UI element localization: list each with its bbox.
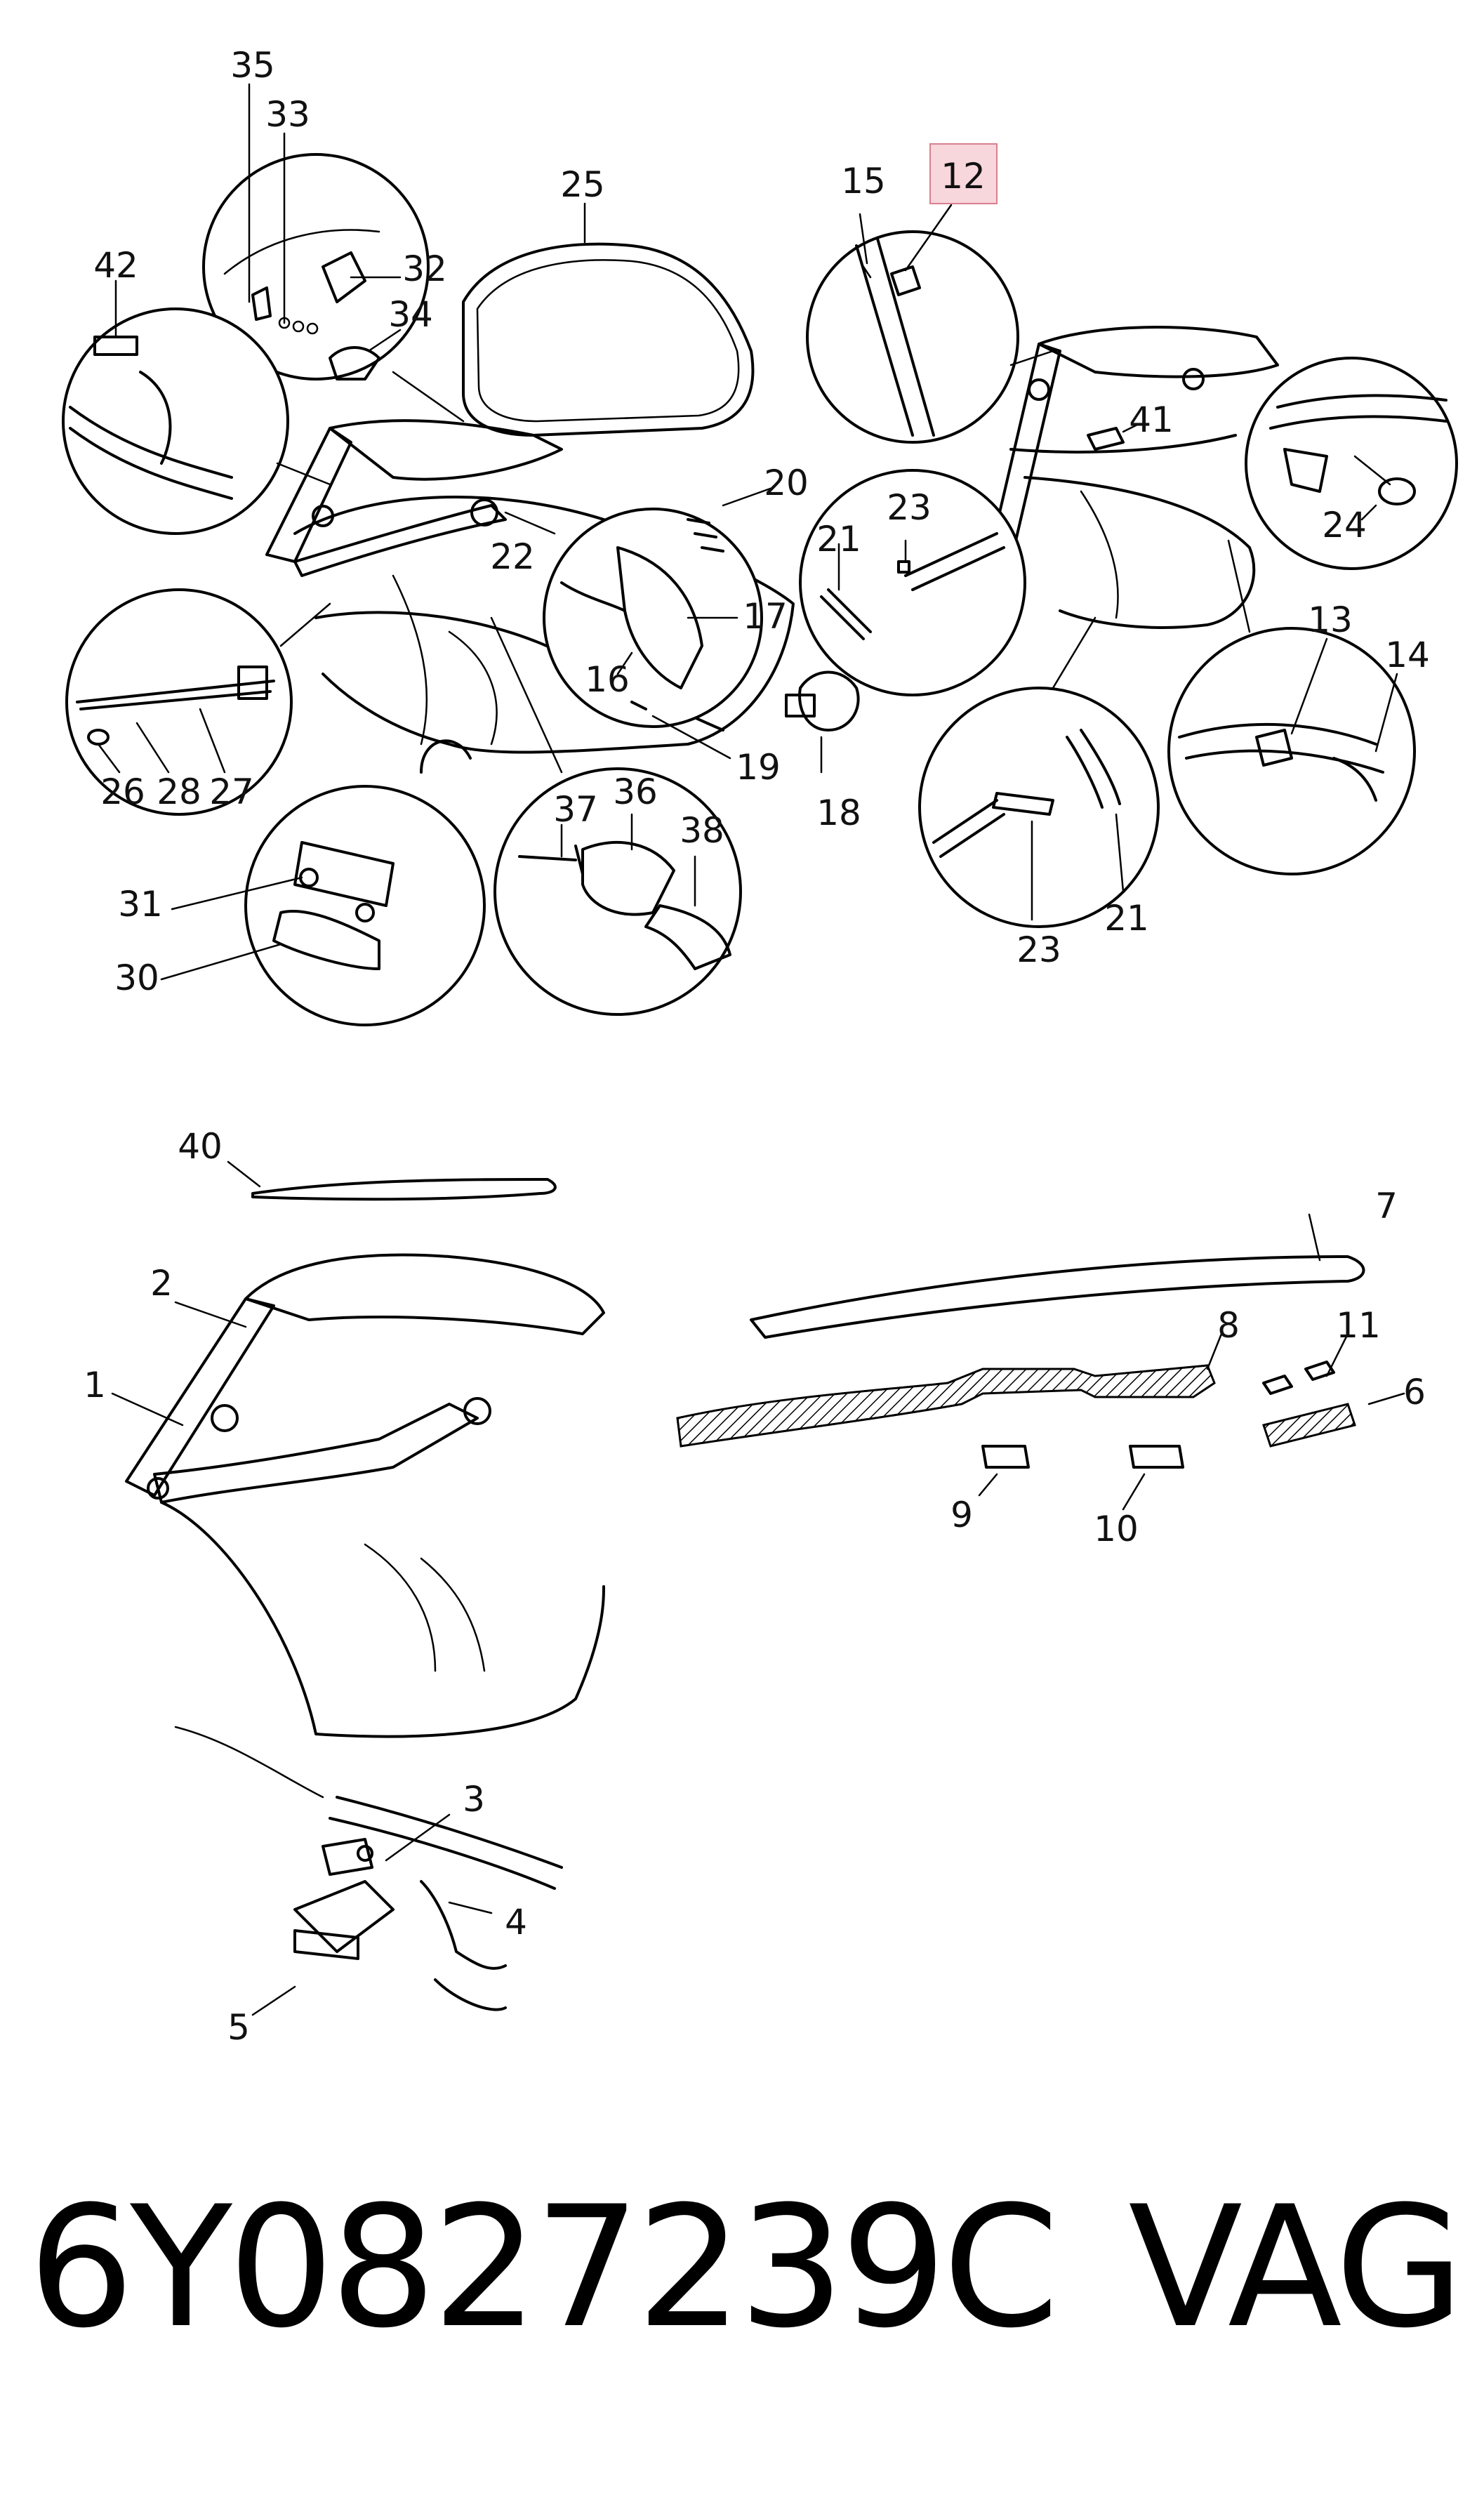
detail-bubble-handle <box>160 739 486 1026</box>
callout-36: 36 <box>613 772 658 812</box>
callout-1: 1 <box>84 1365 106 1405</box>
spoiler-40 <box>227 1160 557 1201</box>
callout-13: 13 <box>1308 600 1353 640</box>
callout-19: 19 <box>736 747 781 788</box>
callout-38: 38 <box>680 810 724 851</box>
callout-16: 16 <box>585 659 630 700</box>
callout-17: 17 <box>743 596 788 637</box>
clip-10 <box>1122 1445 1184 1511</box>
clip-9 <box>978 1445 1030 1497</box>
callout-3: 3 <box>463 1779 485 1820</box>
trunk-lid-assembly-right <box>988 326 1279 629</box>
detail-bubble-23-21-upper <box>799 469 1026 696</box>
part-number: 6Y0827239C <box>28 2170 1059 2365</box>
callout-20: 20 <box>764 463 809 503</box>
callout-26: 26 <box>100 772 145 812</box>
callout-12: 12 <box>941 156 986 197</box>
callout-15: 15 <box>841 161 886 201</box>
callout-37: 37 <box>553 789 598 830</box>
callout-30: 30 <box>114 958 159 998</box>
callout-41: 41 <box>1129 399 1174 440</box>
callout-4: 4 <box>505 1902 527 1943</box>
callout-21-2: 21 <box>1104 898 1149 939</box>
detail-bubble-42 <box>62 279 331 535</box>
seal-25 <box>462 202 755 437</box>
callout-33: 33 <box>265 94 310 135</box>
detail-bubble-13-14 <box>1167 539 1416 875</box>
callout-28: 28 <box>157 772 201 812</box>
callout-40: 40 <box>178 1126 223 1167</box>
detail-41 <box>1087 423 1139 451</box>
clip-18 <box>785 670 860 774</box>
callout-32: 32 <box>402 249 447 289</box>
detail-bubble-cable <box>65 588 331 816</box>
detail-bubble-37-36-38 <box>490 616 742 1016</box>
trim-strip-8 <box>676 1332 1223 1448</box>
callout-14: 14 <box>1385 635 1430 675</box>
callout-35: 35 <box>230 45 275 86</box>
part-caption: 6Y0827239C VAG <box>28 2148 1464 2387</box>
callout-27: 27 <box>209 772 254 812</box>
callout-8: 8 <box>1217 1305 1240 1346</box>
detail-bubble-24 <box>1245 357 1458 570</box>
callout-24: 24 <box>1322 505 1367 545</box>
callout-23: 23 <box>887 487 932 528</box>
detail-bubble-hinge <box>504 487 774 760</box>
trunk-lid-large <box>111 1253 605 1738</box>
callout-5: 5 <box>227 2007 250 2048</box>
callout-21: 21 <box>816 519 861 560</box>
detail-bubble-lock-cover <box>202 83 465 423</box>
brand-name: VAG <box>1128 2170 1464 2365</box>
lock-assembly <box>174 1726 563 2016</box>
detail-bubble-21-23-lower <box>918 616 1160 928</box>
callout-42: 42 <box>93 245 138 286</box>
callout-2: 2 <box>150 1263 173 1304</box>
callout-9: 9 <box>950 1495 973 1535</box>
callout-6: 6 <box>1403 1372 1426 1412</box>
callout-18: 18 <box>816 793 861 833</box>
callout-22: 22 <box>490 536 535 577</box>
trim-strip-7 <box>750 1213 1365 1339</box>
callout-7: 7 <box>1375 1186 1398 1226</box>
callout-25: 25 <box>560 164 605 205</box>
end-cap-6 <box>1262 1332 1405 1448</box>
detail-bubble-15-12 <box>806 204 1054 444</box>
callout-10: 10 <box>1094 1509 1139 1549</box>
callout-11: 11 <box>1336 1305 1381 1346</box>
callout-12-highlight <box>929 143 998 204</box>
callout-34: 34 <box>388 294 433 335</box>
callout-31: 31 <box>118 884 163 925</box>
callout-23-2: 23 <box>1016 929 1061 970</box>
